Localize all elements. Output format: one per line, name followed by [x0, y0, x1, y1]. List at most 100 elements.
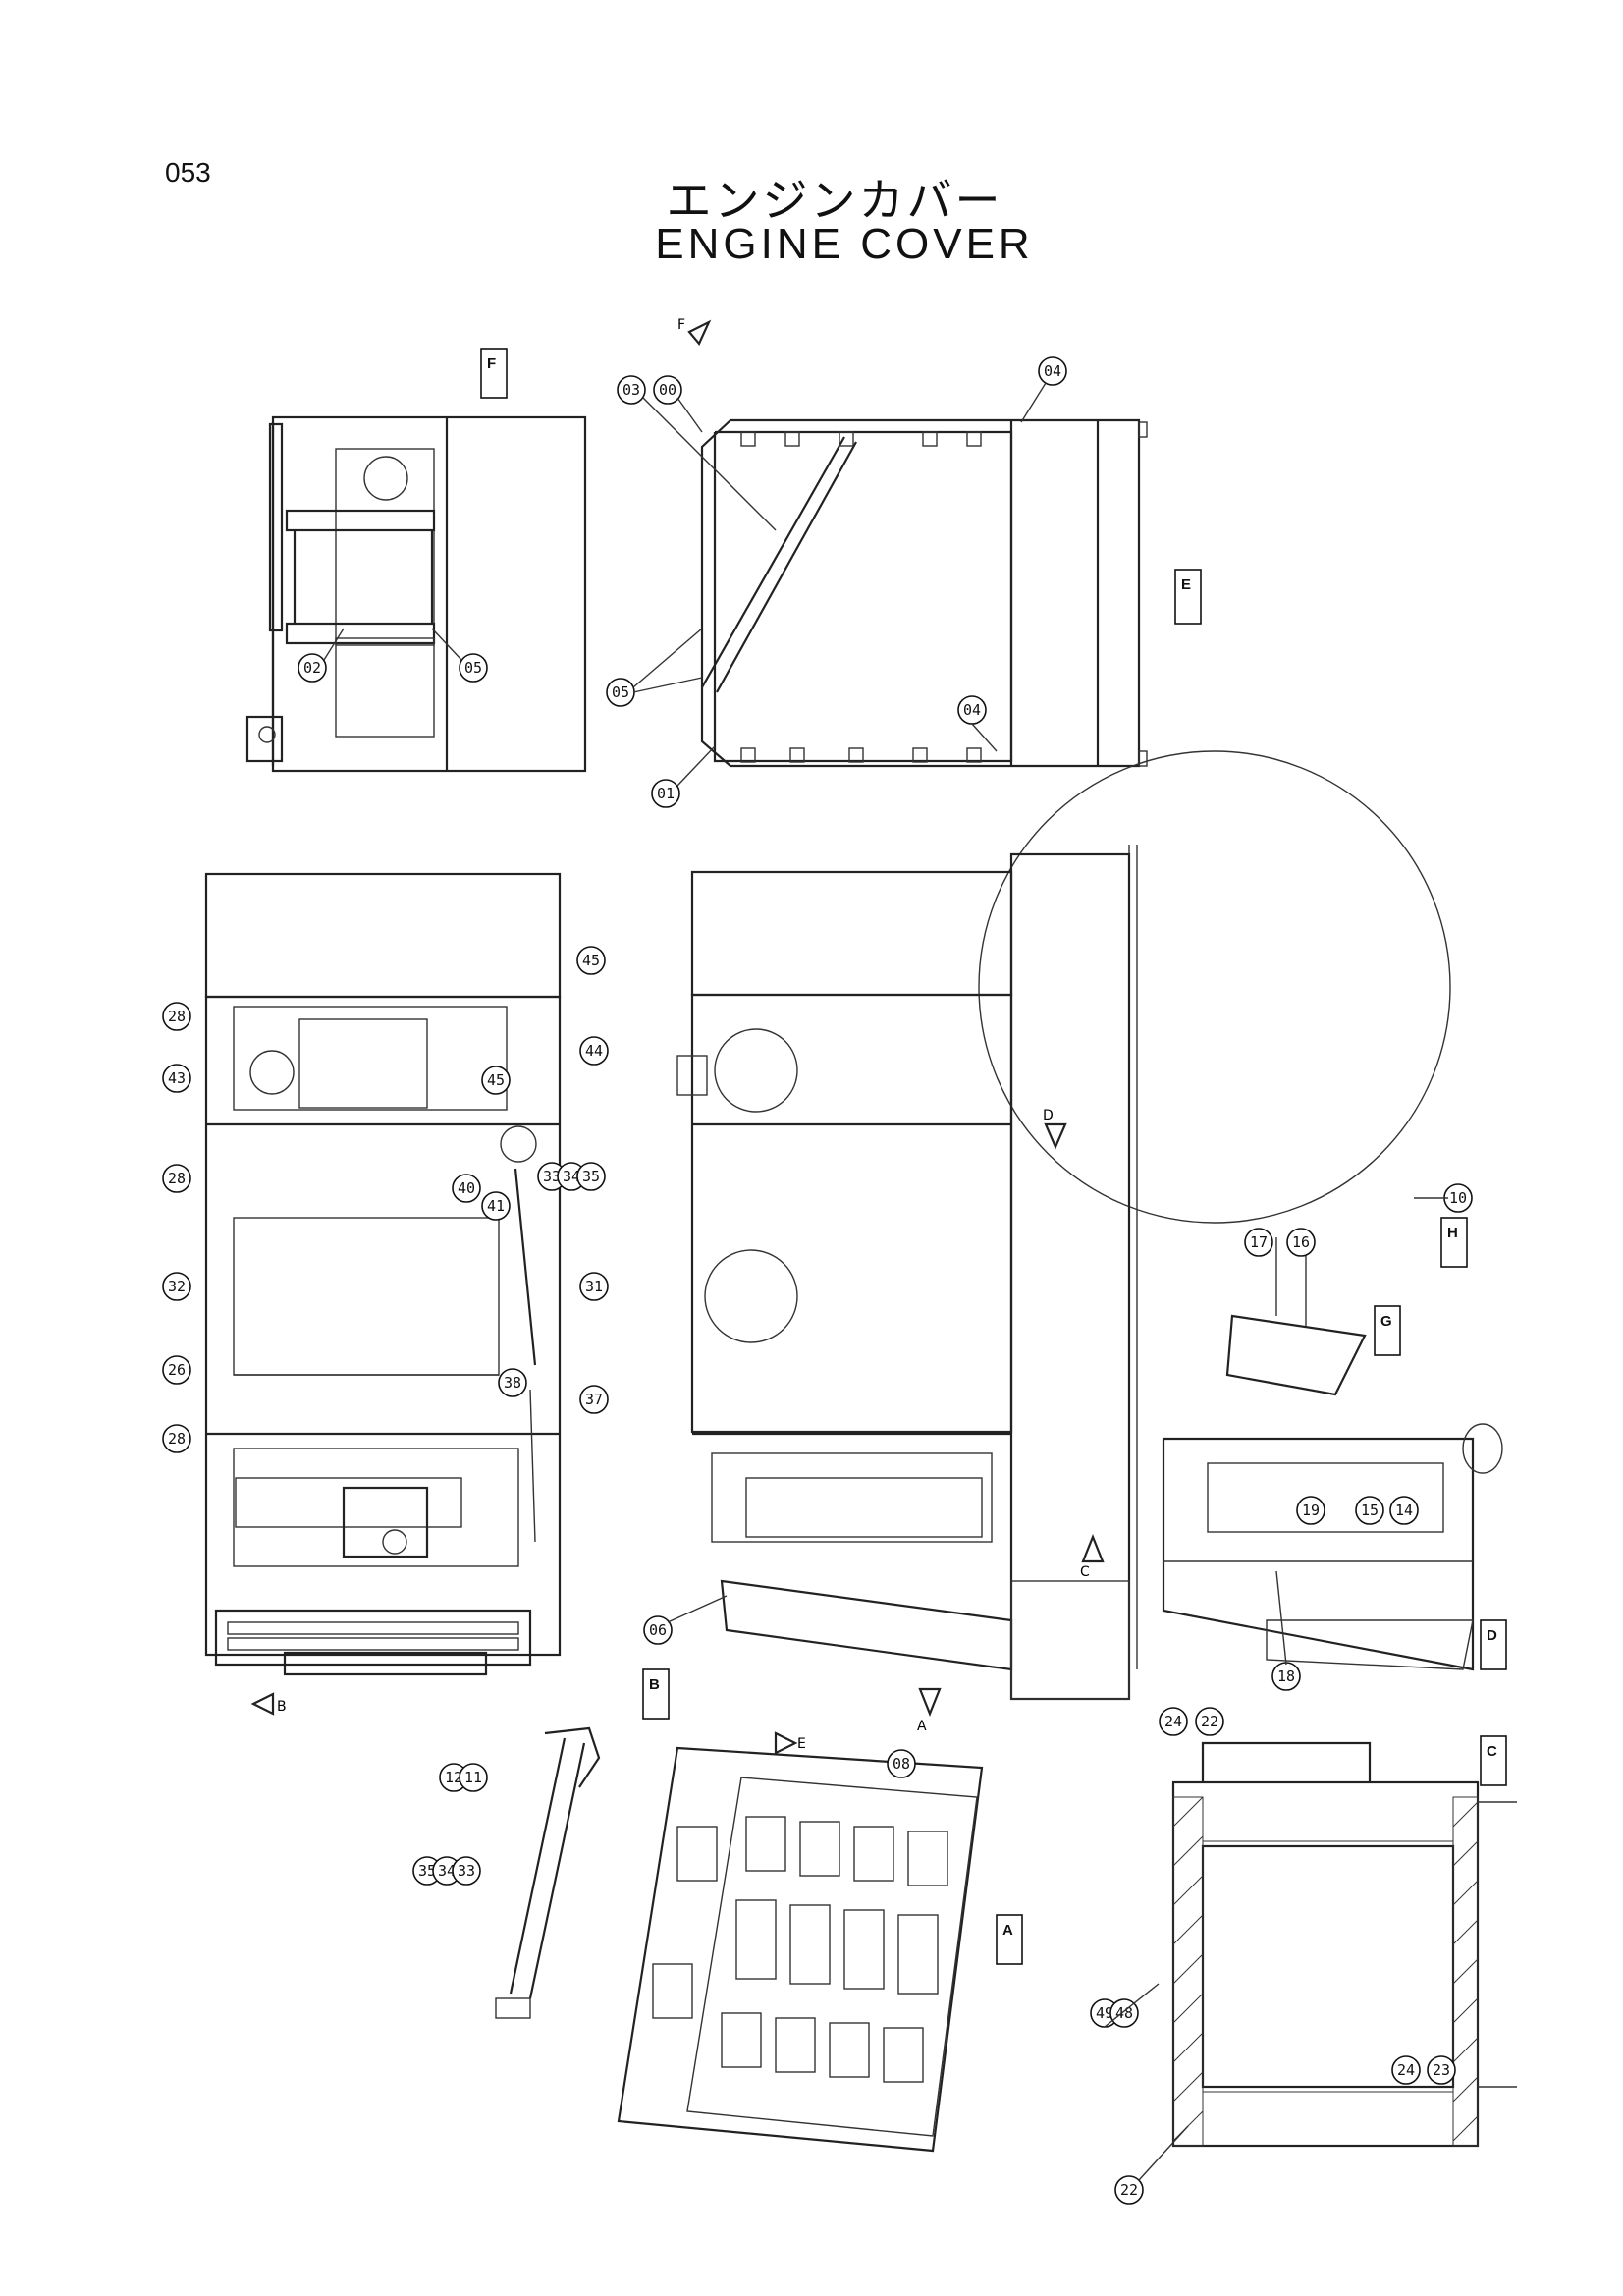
part-callout-41: 41: [481, 1191, 511, 1221]
svg-text:32: 32: [168, 1278, 186, 1295]
svg-text:05: 05: [612, 683, 629, 701]
svg-text:10: 10: [1449, 1189, 1467, 1207]
svg-text:F: F: [487, 355, 496, 372]
svg-text:G: G: [1380, 1313, 1392, 1330]
part-callout-26: 26: [162, 1355, 191, 1385]
part-callout-08: 08: [887, 1749, 916, 1778]
part-callout-19: 19: [1296, 1496, 1325, 1525]
svg-text:45: 45: [487, 1071, 505, 1089]
part-callout-02: 02: [298, 653, 327, 683]
svg-text:22: 22: [1201, 1713, 1218, 1730]
part-callout-33: 33: [452, 1856, 481, 1886]
svg-text:33: 33: [458, 1862, 475, 1880]
part-callout-10: 10: [1443, 1183, 1473, 1213]
svg-text:35: 35: [418, 1862, 436, 1880]
svg-text:08: 08: [893, 1755, 910, 1773]
part-callout-24: 24: [1391, 2055, 1421, 2085]
svg-text:22: 22: [1120, 2181, 1138, 2199]
top-frame-view: [700, 418, 1148, 768]
svg-text:41: 41: [487, 1197, 505, 1215]
svg-text:34: 34: [438, 1862, 456, 1880]
part-callout-00: 00: [653, 375, 682, 405]
section-tag-h: H: [1440, 1217, 1468, 1268]
svg-text:A: A: [1002, 1922, 1013, 1939]
svg-text:19: 19: [1302, 1502, 1320, 1519]
detail-g-bracket: [1225, 1314, 1367, 1396]
side-elevation-view: [676, 852, 1131, 1701]
svg-text:D: D: [1487, 1627, 1497, 1644]
svg-text:43: 43: [168, 1069, 186, 1087]
page-title-japanese: エンジンカバー: [666, 174, 1003, 227]
part-callout-22: 22: [1195, 1707, 1224, 1736]
svg-text:12: 12: [445, 1769, 462, 1786]
part-callout-11: 11: [459, 1763, 488, 1792]
section-tag-d: D: [1480, 1619, 1507, 1670]
part-callout-16: 16: [1286, 1228, 1316, 1257]
svg-text:04: 04: [1044, 362, 1061, 380]
svg-text:28: 28: [168, 1430, 186, 1448]
part-callout-05: 05: [459, 653, 488, 683]
svg-text:33: 33: [543, 1168, 561, 1185]
svg-text:28: 28: [168, 1008, 186, 1025]
svg-text:14: 14: [1395, 1502, 1413, 1519]
svg-text:44: 44: [585, 1042, 603, 1060]
part-callout-38: 38: [498, 1368, 527, 1397]
svg-text:48: 48: [1115, 2004, 1133, 2022]
view-arrow-f: F: [677, 317, 712, 347]
svg-text:24: 24: [1164, 1713, 1182, 1730]
part-callout-35: 35: [576, 1162, 606, 1191]
part-callout-04: 04: [1038, 356, 1067, 386]
svg-text:03: 03: [622, 381, 640, 399]
part-callout-03: 03: [617, 375, 646, 405]
callout-leader-lines: [323, 382, 1448, 2181]
part-callout-15: 15: [1355, 1496, 1384, 1525]
part-callout-31: 31: [579, 1272, 609, 1301]
svg-text:D: D: [1043, 1108, 1054, 1123]
part-callout-23: 23: [1427, 2055, 1456, 2085]
svg-text:E: E: [1181, 576, 1191, 593]
svg-text:02: 02: [303, 659, 321, 677]
part-callout-18: 18: [1271, 1662, 1301, 1691]
svg-text:B: B: [277, 1699, 287, 1715]
svg-text:49: 49: [1096, 2004, 1113, 2022]
detail-d-view: [1162, 1423, 1503, 1671]
part-callout-28: 28: [162, 1164, 191, 1193]
view-f-top-plan: [245, 415, 587, 773]
svg-text:37: 37: [585, 1391, 603, 1408]
part-callout-24: 24: [1159, 1707, 1188, 1736]
part-callout-22: 22: [1114, 2175, 1144, 2205]
part-callout-32: 32: [162, 1272, 191, 1301]
section-tag-g: G: [1374, 1305, 1401, 1356]
svg-text:26: 26: [168, 1361, 186, 1379]
svg-text:E: E: [797, 1736, 806, 1752]
svg-text:C: C: [1487, 1743, 1497, 1760]
view-arrow-d: D: [1043, 1108, 1067, 1150]
part-callout-37: 37: [579, 1385, 609, 1414]
svg-text:17: 17: [1250, 1233, 1268, 1251]
view-arrow-e: E: [774, 1731, 806, 1755]
section-tag-c: C: [1480, 1735, 1507, 1786]
svg-text:24: 24: [1397, 2061, 1415, 2079]
svg-text:38: 38: [504, 1374, 521, 1392]
section-tag-a: A: [996, 1914, 1023, 1965]
grille-panel-view: [617, 1746, 984, 2153]
svg-text:00: 00: [659, 381, 676, 399]
section-c-view: [1171, 1741, 1517, 2148]
svg-text:06: 06: [649, 1621, 667, 1639]
svg-text:18: 18: [1277, 1667, 1295, 1685]
svg-text:01: 01: [657, 785, 675, 802]
svg-text:40: 40: [458, 1179, 475, 1197]
part-callout-04: 04: [957, 695, 987, 725]
view-arrow-b: B: [250, 1692, 287, 1716]
svg-text:B: B: [649, 1676, 660, 1693]
part-callout-01: 01: [651, 779, 680, 808]
svg-text:16: 16: [1292, 1233, 1310, 1251]
part-callout-06: 06: [643, 1615, 673, 1645]
part-callout-43: 43: [162, 1064, 191, 1093]
svg-text:15: 15: [1361, 1502, 1379, 1519]
view-arrow-a: A: [917, 1687, 942, 1734]
view-arrow-c: C: [1080, 1534, 1105, 1580]
part-callout-40: 40: [452, 1174, 481, 1203]
svg-text:C: C: [1080, 1564, 1090, 1580]
detail-circle: [978, 750, 1451, 1224]
